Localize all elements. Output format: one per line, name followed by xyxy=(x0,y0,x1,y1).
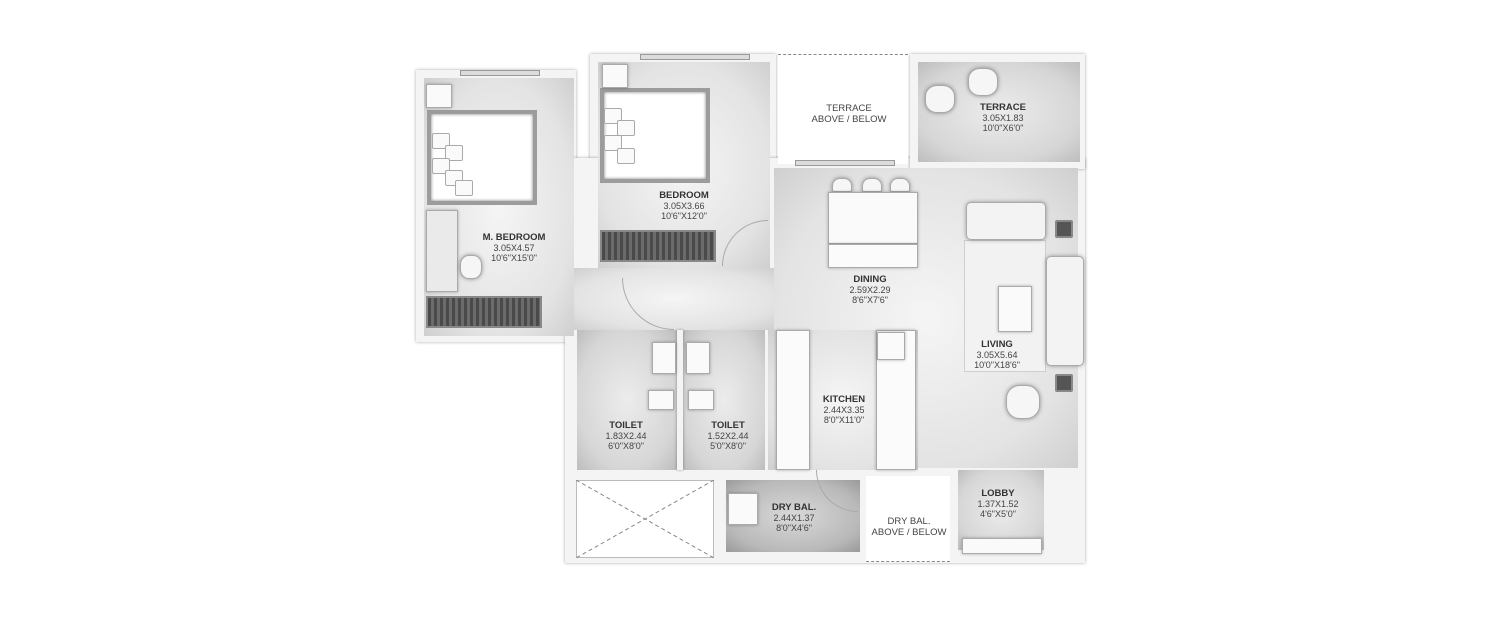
label-terrace: TERRACE 3.05X1.83 10'0"X6'0" xyxy=(980,102,1026,134)
label-bedroom: BEDROOM 3.05X3.66 10'6"X12'0" xyxy=(659,190,709,222)
room-metric: 3.05X1.83 xyxy=(982,113,1024,123)
terrace-chair xyxy=(968,68,998,96)
note-drybal-above: DRY BAL. ABOVE / BELOW xyxy=(872,516,947,538)
dining-chair xyxy=(890,178,910,192)
dining-bench xyxy=(828,244,918,268)
room-name: TOILET xyxy=(609,420,643,431)
room-imperial: 6'0"X8'0" xyxy=(608,441,644,451)
room-metric: 2.44X3.35 xyxy=(823,405,865,415)
pillow xyxy=(617,148,635,164)
room-name: DINING xyxy=(853,274,887,285)
note-line2: ABOVE / BELOW xyxy=(871,527,947,538)
dining-chair xyxy=(862,178,882,192)
room-name: DRY BAL. xyxy=(771,502,817,513)
side-table xyxy=(602,64,628,88)
room-imperial: 4'6"X5'0" xyxy=(980,509,1016,519)
room-name: M. BEDROOM xyxy=(482,232,546,243)
shaft-cross xyxy=(576,480,714,558)
label-lobby: LOBBY 1.37X1.52 4'6"X5'0" xyxy=(977,488,1019,520)
wc xyxy=(648,390,674,410)
room-metric: 1.52X2.44 xyxy=(707,431,749,441)
note-line1: TERRACE xyxy=(826,103,872,114)
terrace-above-below xyxy=(778,54,908,164)
kitchen-counter xyxy=(776,330,810,470)
room-lobby xyxy=(958,470,1044,550)
room-imperial: 10'0"X6'0" xyxy=(982,123,1024,133)
shower-tray xyxy=(686,342,710,374)
dining-table xyxy=(828,192,918,244)
label-dining: DINING 2.59X2.29 8'6"X7'6" xyxy=(849,274,891,306)
wardrobe xyxy=(600,230,716,262)
window-bed xyxy=(640,54,750,60)
room-name: LIVING xyxy=(981,339,1013,350)
label-kitchen: KITCHEN 2.44X3.35 8'0"X11'0" xyxy=(822,394,866,426)
label-toilet-2: TOILET 1.52X2.44 5'0"X8'0" xyxy=(707,420,749,452)
room-name: TERRACE xyxy=(980,102,1026,113)
dining-chair xyxy=(832,178,852,192)
plant-pot xyxy=(1055,220,1073,238)
toilet-partition xyxy=(677,330,683,470)
room-imperial: 10'6"X15'0" xyxy=(491,253,537,263)
fridge xyxy=(877,332,905,360)
room-imperial: 10'0"X18'6" xyxy=(974,360,1020,370)
side-table xyxy=(426,84,452,108)
room-imperial: 10'6"X12'0" xyxy=(661,211,707,221)
room-imperial: 8'0"X4'6" xyxy=(776,523,812,533)
note-terrace-above: TERRACE ABOVE / BELOW xyxy=(812,103,887,125)
study-desk xyxy=(426,210,458,292)
room-name: TOILET xyxy=(711,420,745,431)
coffee-table xyxy=(998,286,1032,332)
room-imperial: 5'0"X8'0" xyxy=(710,441,746,451)
note-line1: DRY BAL. xyxy=(887,516,931,527)
label-m-bedroom: M. BEDROOM 3.05X4.57 10'6"X15'0" xyxy=(482,232,546,264)
window xyxy=(795,160,895,166)
plant-pot xyxy=(1055,374,1073,392)
room-metric: 2.44X1.37 xyxy=(773,513,815,523)
terrace-chair xyxy=(925,85,955,113)
dry-balcony-above-below xyxy=(866,476,950,562)
room-metric: 3.05X5.64 xyxy=(976,350,1018,360)
room-imperial: 8'6"X7'6" xyxy=(852,295,888,305)
label-living: LIVING 3.05X5.64 10'0"X18'6" xyxy=(974,339,1020,371)
sofa-3-seater xyxy=(1046,256,1084,366)
wardrobe-master xyxy=(426,296,542,328)
room-imperial: 8'0"X11'0" xyxy=(823,415,865,425)
room-metric: 1.37X1.52 xyxy=(977,499,1019,509)
room-name: KITCHEN xyxy=(822,394,866,405)
pillow xyxy=(455,180,473,196)
pillow xyxy=(445,145,463,161)
room-metric: 3.05X3.66 xyxy=(663,201,705,211)
note-line2: ABOVE / BELOW xyxy=(811,114,887,125)
room-metric: 1.83X2.44 xyxy=(605,431,647,441)
chair xyxy=(460,255,482,279)
room-metric: 2.59X2.29 xyxy=(849,285,891,295)
pillow xyxy=(604,135,622,151)
room-name: LOBBY xyxy=(981,488,1015,499)
shower-tray xyxy=(652,342,676,374)
wc xyxy=(688,390,714,410)
label-dry-balcony: DRY BAL. 2.44X1.37 8'0"X4'6" xyxy=(771,502,817,534)
window-mbed xyxy=(460,70,540,76)
room-name: BEDROOM xyxy=(659,190,709,201)
armchair xyxy=(1006,385,1040,419)
sofa-2-seater xyxy=(966,202,1046,240)
label-toilet-1: TOILET 1.83X2.44 6'0"X8'0" xyxy=(605,420,647,452)
pillow xyxy=(617,120,635,136)
room-metric: 3.05X4.57 xyxy=(493,243,535,253)
passage xyxy=(574,268,774,330)
washing-machine xyxy=(728,493,758,525)
shoe-rack xyxy=(962,538,1042,554)
